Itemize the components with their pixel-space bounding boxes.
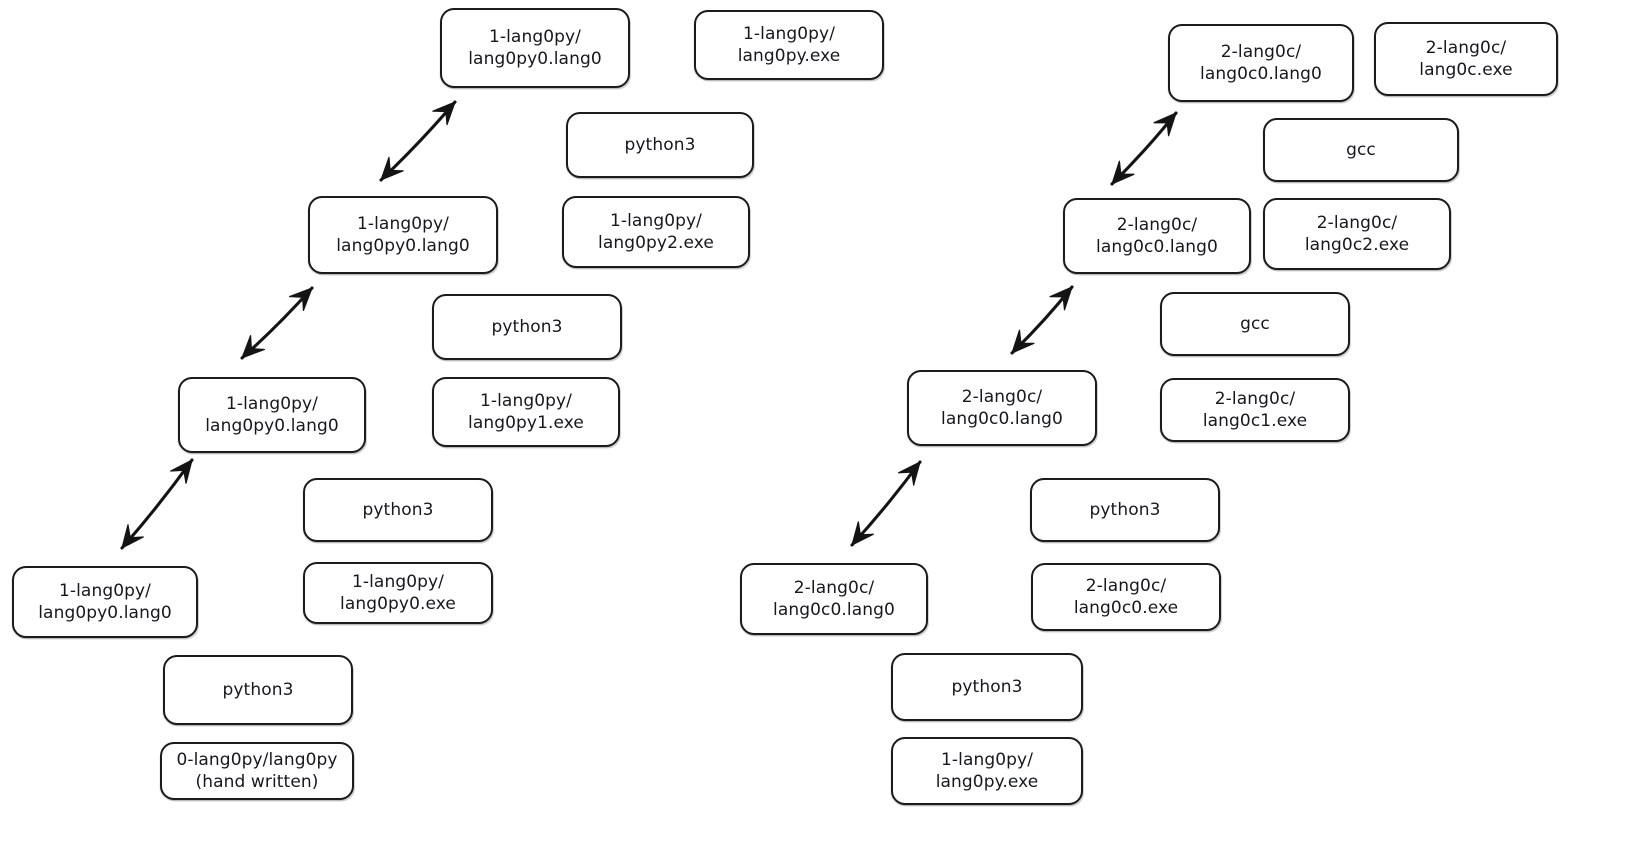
node-label: 2-lang0c/ lang0c0.lang0: [941, 386, 1063, 429]
node-label: python3: [624, 134, 696, 155]
node-c-l4-src[interactable]: 2-lang0c/ lang0c0.lang0: [1168, 24, 1354, 102]
node-label: 1-lang0py/ lang0py0.lang0: [336, 213, 470, 256]
node-label: python3: [362, 499, 434, 520]
node-label: gcc: [1240, 313, 1270, 334]
node-py-l3-exe[interactable]: 1-lang0py/ lang0py2.exe: [562, 196, 750, 268]
node-c-l0-src[interactable]: 1-lang0py/ lang0py.exe: [891, 737, 1083, 805]
node-label: python3: [491, 316, 563, 337]
node-label: 1-lang0py/ lang0py2.exe: [598, 210, 714, 253]
node-py-l0-tool[interactable]: python3: [163, 655, 353, 725]
node-label: 1-lang0py/ lang0py0.lang0: [205, 393, 339, 436]
node-py-l2-src[interactable]: 1-lang0py/ lang0py0.lang0: [178, 377, 366, 453]
node-py-l4-src[interactable]: 1-lang0py/ lang0py0.lang0: [440, 8, 630, 88]
node-py-l1-tool[interactable]: python3: [303, 478, 493, 542]
node-py-l1-exe[interactable]: 1-lang0py/ lang0py0.exe: [303, 562, 493, 624]
bidirectional-arrow: [379, 100, 457, 182]
node-label: 2-lang0c/ lang0c0.lang0: [1200, 41, 1322, 84]
node-label: 1-lang0py/ lang0py0.lang0: [38, 580, 172, 623]
node-c-l1-tool[interactable]: python3: [1030, 478, 1220, 542]
bidirectional-arrow: [1110, 111, 1178, 186]
node-label: 2-lang0c/ lang0c.exe: [1419, 37, 1513, 80]
node-py-l0-src[interactable]: 0-lang0py/lang0py (hand written): [160, 742, 354, 800]
node-py-l1-src[interactable]: 1-lang0py/ lang0py0.lang0: [12, 566, 198, 638]
node-py-l2-exe[interactable]: 1-lang0py/ lang0py1.exe: [432, 377, 620, 447]
node-label: 2-lang0c/ lang0c0.exe: [1073, 575, 1179, 618]
node-label: python3: [222, 679, 294, 700]
node-label: 1-lang0py/ lang0py0.exe: [340, 571, 456, 614]
bidirectional-arrow: [1010, 285, 1074, 355]
node-c-l3-tool[interactable]: gcc: [1263, 118, 1459, 182]
node-py-l2-tool[interactable]: python3: [432, 294, 622, 360]
node-c-l1-exe[interactable]: 2-lang0c/ lang0c0.exe: [1031, 563, 1221, 631]
node-c-l3-exe[interactable]: 2-lang0c/ lang0c2.exe: [1263, 198, 1451, 270]
node-label: python3: [951, 676, 1023, 697]
node-label: 2-lang0c/ lang0c1.exe: [1202, 388, 1308, 431]
node-label: python3: [1089, 499, 1161, 520]
node-label: gcc: [1346, 139, 1376, 160]
node-label: 1-lang0py/ lang0py0.lang0: [468, 26, 602, 69]
node-label: 1-lang0py/ lang0py.exe: [737, 23, 841, 66]
node-c-l2-tool[interactable]: gcc: [1160, 292, 1350, 356]
node-c-l0-tool[interactable]: python3: [891, 653, 1083, 721]
node-c-l1-src[interactable]: 2-lang0c/ lang0c0.lang0: [740, 563, 928, 635]
bidirectional-arrow: [850, 460, 922, 547]
node-c-l2-src[interactable]: 2-lang0c/ lang0c0.lang0: [907, 370, 1097, 446]
node-label: 2-lang0c/ lang0c0.lang0: [1096, 214, 1218, 257]
node-c-l4-exe[interactable]: 2-lang0c/ lang0c.exe: [1374, 22, 1558, 96]
node-c-l3-src[interactable]: 2-lang0c/ lang0c0.lang0: [1063, 198, 1251, 274]
node-c-l2-exe[interactable]: 2-lang0c/ lang0c1.exe: [1160, 378, 1350, 442]
node-label: 1-lang0py/ lang0py.exe: [935, 749, 1039, 792]
node-label: 0-lang0py/lang0py (hand written): [176, 749, 338, 792]
node-py-l4-exe[interactable]: 1-lang0py/ lang0py.exe: [694, 10, 884, 80]
node-label: 2-lang0c/ lang0c2.exe: [1304, 212, 1410, 255]
node-label: 1-lang0py/ lang0py1.exe: [468, 390, 584, 433]
node-py-l3-src[interactable]: 1-lang0py/ lang0py0.lang0: [308, 196, 498, 274]
node-py-l3-tool[interactable]: python3: [566, 112, 754, 178]
bidirectional-arrow: [240, 286, 314, 360]
node-label: 2-lang0c/ lang0c0.lang0: [773, 577, 895, 620]
